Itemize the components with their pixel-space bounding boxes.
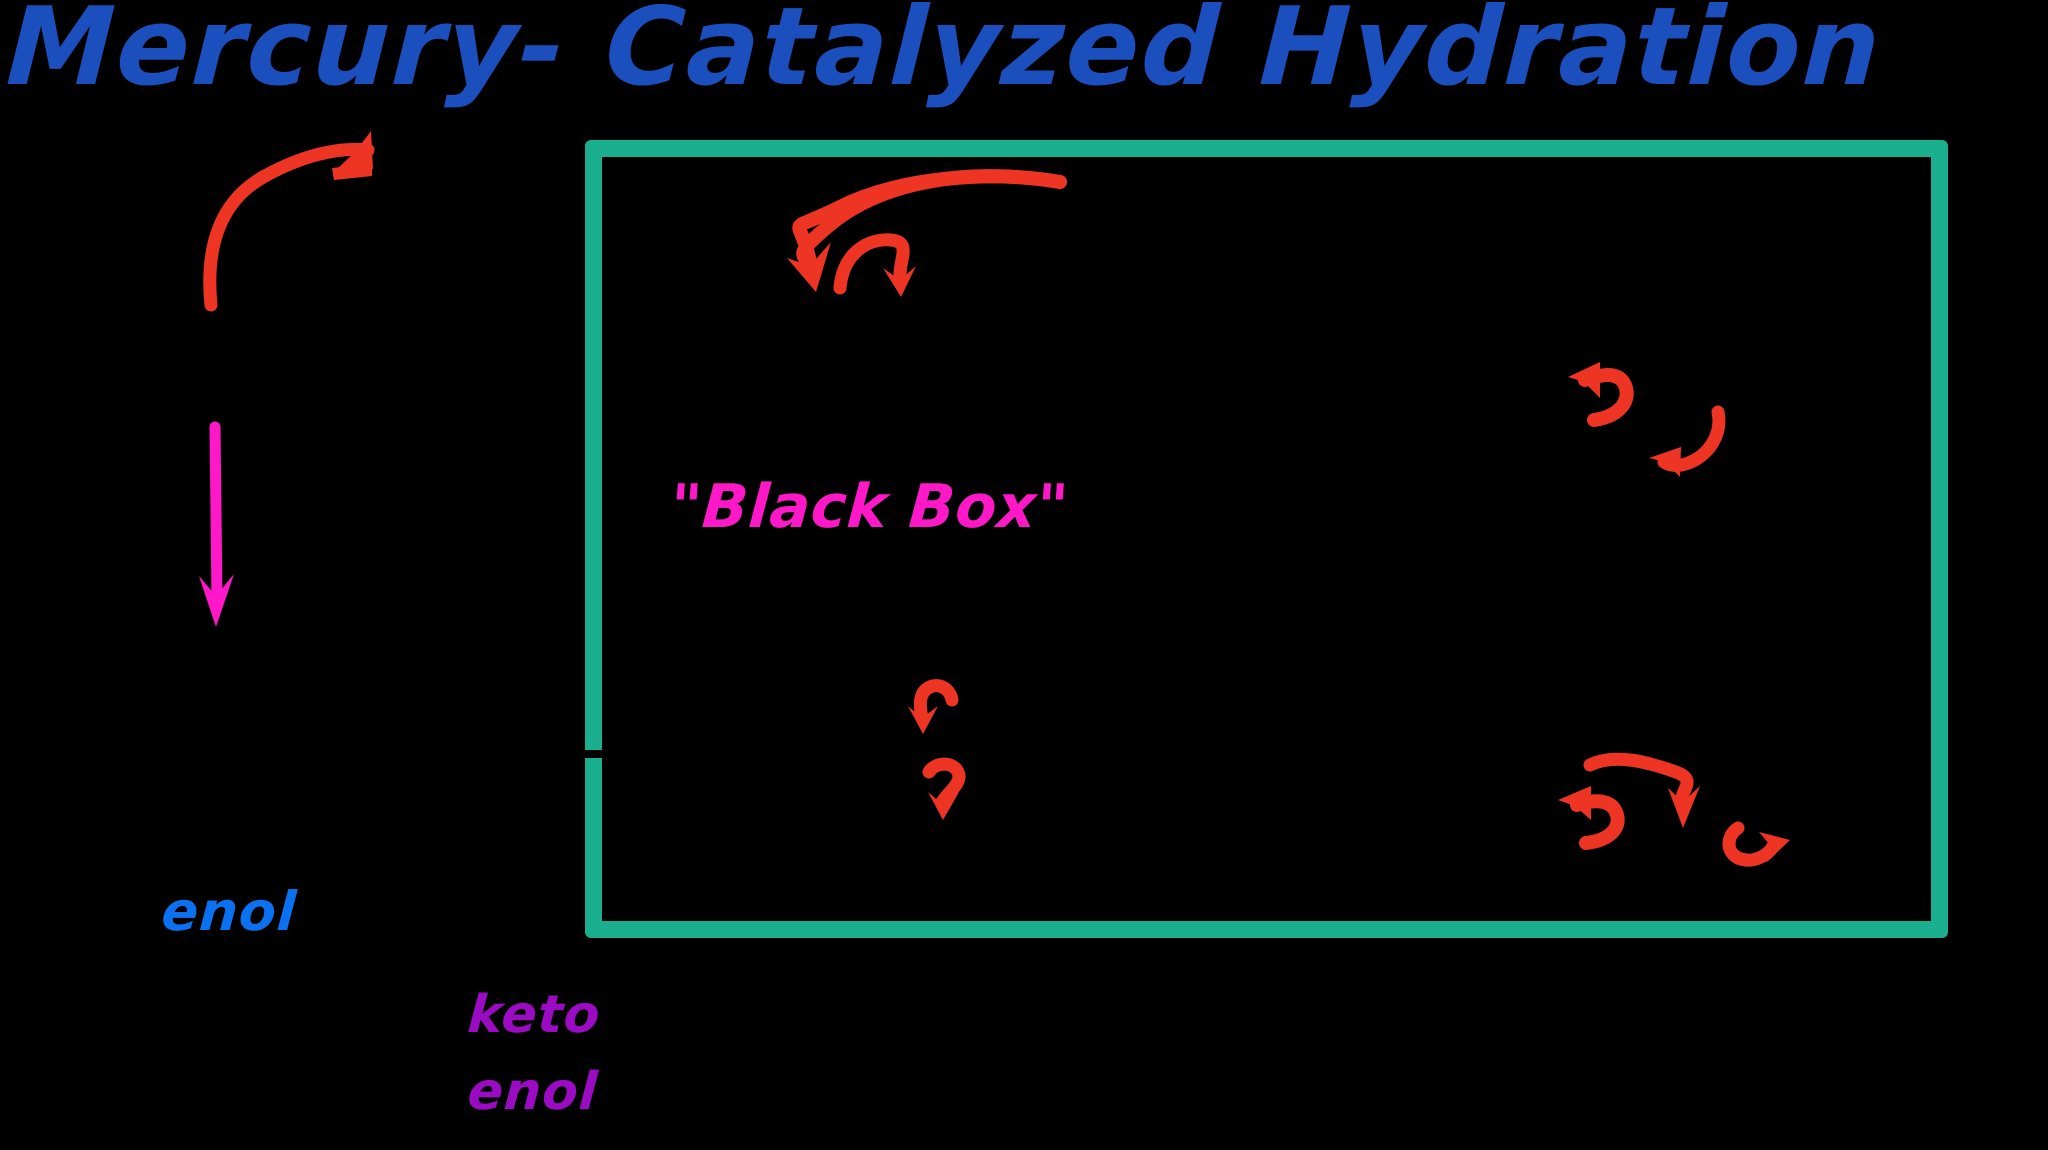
black-box-left-notch — [585, 750, 602, 758]
keto-label: keto — [465, 985, 603, 1045]
reagent-curved-arrow-icon — [203, 131, 375, 312]
black-box-frame — [585, 140, 1948, 938]
enol-label-purple: enol — [465, 1062, 600, 1122]
enol-label-blue: enol — [159, 880, 299, 943]
tautomerize-down-arrow-icon — [199, 421, 234, 627]
black-box-label: "Black Box" — [668, 472, 1071, 542]
page-title: Mercury- Catalyzed Hydration — [3, 0, 1885, 110]
